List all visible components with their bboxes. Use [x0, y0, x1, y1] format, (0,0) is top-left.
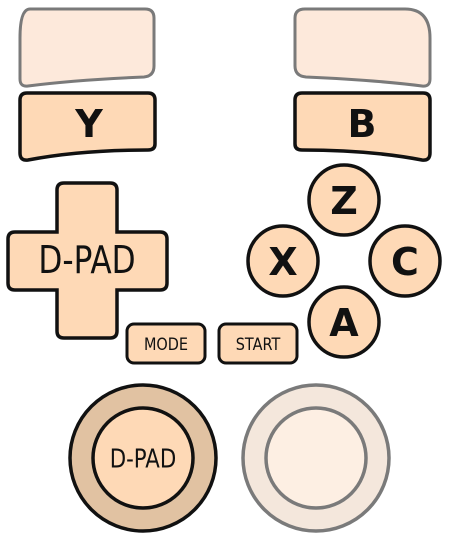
face-button-c-label: C: [391, 240, 419, 284]
dpad-label: D-PAD: [38, 239, 135, 283]
face-button-z[interactable]: Z: [307, 163, 381, 237]
mode-button[interactable]: MODE: [125, 322, 207, 365]
face-button-a[interactable]: A: [307, 285, 381, 359]
right-trigger-button[interactable]: [293, 7, 432, 88]
start-button-label: START: [236, 334, 281, 354]
dpad[interactable]: D-PAD: [6, 181, 169, 340]
left-trigger-button[interactable]: [18, 7, 156, 88]
face-button-x-label: X: [268, 240, 297, 284]
left-stick-label: D-PAD: [110, 444, 177, 475]
face-button-a-label: A: [329, 301, 359, 345]
face-button-z-label: Z: [330, 179, 358, 223]
left-shoulder-button[interactable]: Y: [18, 91, 157, 162]
left-analog-stick[interactable]: D-PAD: [68, 383, 218, 533]
start-button[interactable]: START: [217, 322, 299, 365]
face-button-x[interactable]: X: [246, 224, 320, 298]
right-shoulder-label: B: [348, 102, 377, 146]
left-shoulder-label: Y: [74, 102, 103, 146]
right-analog-stick[interactable]: [241, 383, 391, 533]
face-button-c[interactable]: C: [368, 224, 442, 298]
mode-button-label: MODE: [144, 334, 188, 354]
right-shoulder-button[interactable]: B: [293, 91, 432, 162]
